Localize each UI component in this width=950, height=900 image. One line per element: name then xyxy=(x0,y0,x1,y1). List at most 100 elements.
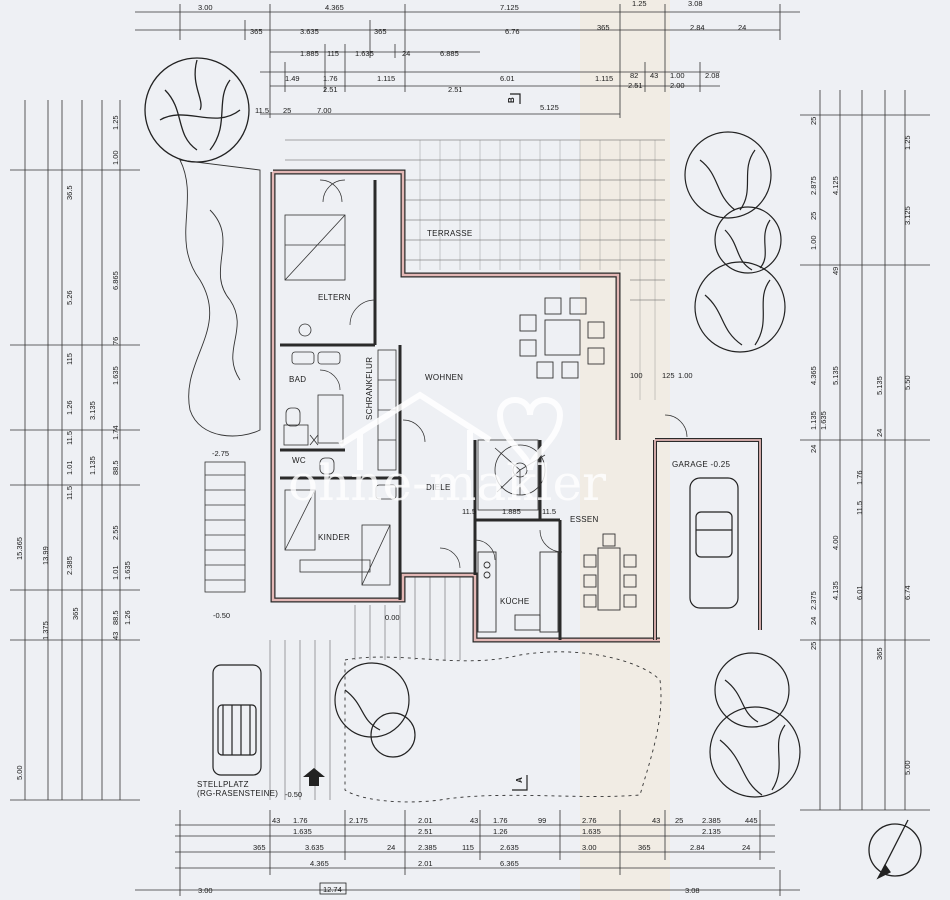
watermark: ohne-makler xyxy=(288,391,606,512)
tree-right-1 xyxy=(684,131,772,219)
dim-left: 1.25 xyxy=(111,115,120,130)
tree-right-3 xyxy=(694,261,786,353)
dim-top: 6.76 xyxy=(505,27,520,36)
dim-left: 1.635 xyxy=(123,561,132,580)
kinder-furniture xyxy=(284,489,391,586)
dim-top: 6.01 xyxy=(500,74,515,83)
terrace-hatch xyxy=(285,139,665,301)
dimension-text-inner: 100 125 1.00 11.5 1.885 11.5 xyxy=(462,371,693,516)
heart-logo-icon xyxy=(496,397,564,471)
wall-fill-pink xyxy=(271,170,660,642)
dim-bottom: 3.00 xyxy=(198,886,213,895)
level-minus-050-left: -0.50 xyxy=(213,611,230,620)
dim-right: 1.76 xyxy=(855,470,864,485)
room-label-schrankflur: SCHRANKFLUR xyxy=(365,357,374,420)
dim-bottom: 2.84 xyxy=(690,843,705,852)
dim-right: 24 xyxy=(809,617,818,625)
room-label-wc: WC xyxy=(292,456,306,465)
dim-bottom: 24 xyxy=(387,843,395,852)
section-marker-a: A xyxy=(512,775,528,791)
dim-bottom: 445 xyxy=(745,816,758,825)
dimension-lines-top xyxy=(135,4,800,118)
dim-right: 1.25 xyxy=(903,135,912,150)
dimension-lines-right xyxy=(800,90,930,811)
dim-right: 25 xyxy=(809,117,818,125)
dim-top: 365 xyxy=(597,23,610,32)
dim-left: 6.865 xyxy=(111,271,120,290)
dim-bottom: 3.08 xyxy=(685,886,700,895)
dim-left: 1.26 xyxy=(65,400,74,415)
kitchen-counters xyxy=(477,551,559,633)
dim-left: 2.385 xyxy=(65,556,74,575)
dim-right: 6.74 xyxy=(903,585,912,600)
level-minus-050-bottom: -0.50 xyxy=(285,790,302,799)
dim-bottom: 4.365 xyxy=(310,859,329,868)
dim-bottom: 1.76 xyxy=(293,816,308,825)
dim-left: 1.635 xyxy=(111,366,120,385)
dim-right: 4.135 xyxy=(831,581,840,600)
dim-left: 1.01 xyxy=(65,460,74,475)
dim-top: 2.84 xyxy=(690,23,705,32)
dim-left: 76 xyxy=(111,337,120,345)
level-minus-275: -2.75 xyxy=(212,449,229,458)
dim-left: 1.135 xyxy=(88,456,97,475)
dim-left: 13.99 xyxy=(41,546,50,565)
tree-bottom-right-1 xyxy=(714,652,790,728)
dim-top: 2.00 xyxy=(670,81,685,90)
dim-bottom: 365 xyxy=(638,843,651,852)
dim-bottom: 2.01 xyxy=(418,859,433,868)
interior-walls xyxy=(280,180,562,640)
dim-top: 11.5 xyxy=(255,106,269,115)
dim-bottom: 43 xyxy=(272,816,280,825)
dim-top: 43 xyxy=(650,71,658,80)
dim-bottom: 2.385 xyxy=(702,816,721,825)
dim-left: 88.5 xyxy=(111,610,120,625)
dim-left: 1.26 xyxy=(123,610,132,625)
garage-walls-inner xyxy=(654,439,761,640)
dim-top: 5.125 xyxy=(540,103,559,112)
bath-fixtures xyxy=(283,351,344,446)
section-label-a: A xyxy=(515,777,524,783)
room-label-terrasse: TERRASSE xyxy=(427,229,473,238)
dim-inner: 1.885 xyxy=(502,507,521,516)
dim-left: 5.00 xyxy=(15,765,24,780)
car-garage xyxy=(689,477,739,609)
dim-right: 5.135 xyxy=(875,376,884,395)
dim-bottom: 43 xyxy=(470,816,478,825)
dim-right: 5.135 xyxy=(831,366,840,385)
dim-top: 4.365 xyxy=(325,3,344,12)
north-arrow xyxy=(868,819,922,880)
dim-right: 4.125 xyxy=(831,176,840,195)
dim-right: 2.375 xyxy=(809,591,818,610)
dim-right: 5.00 xyxy=(903,760,912,775)
dim-bottom: 25 xyxy=(675,816,683,825)
dim-bottom: 6.365 xyxy=(500,859,519,868)
dim-top: 115 xyxy=(327,49,339,58)
watermark-text: ohne-makler xyxy=(288,454,606,512)
dim-top: 365 xyxy=(374,27,387,36)
dim-bottom: 2.135 xyxy=(702,827,721,836)
dim-right: 365 xyxy=(875,647,884,660)
dim-right: 4.00 xyxy=(831,535,840,550)
dim-left: 1.00 xyxy=(111,150,120,165)
dim-top: 25 xyxy=(283,106,291,115)
dim-left: 15.365 xyxy=(15,537,24,560)
dim-right: 24 xyxy=(809,445,818,453)
dim-top: 2.51 xyxy=(323,85,338,94)
lawn-outline-left xyxy=(179,159,261,437)
room-label-bad: BAD xyxy=(289,375,306,384)
dim-left: 115 xyxy=(65,353,74,365)
dim-bottom: 2.175 xyxy=(349,816,368,825)
dim-inner: 11.5 xyxy=(542,507,556,516)
dimension-text-right: 25 1.25 2.875 4.125 3.125 1.00 25 49 4.3… xyxy=(809,117,912,775)
dim-left: 88.5 xyxy=(111,460,120,475)
dim-left: 5.26 xyxy=(65,290,74,305)
room-label-wohnen: WOHNEN xyxy=(425,373,463,382)
dim-left: 43 xyxy=(111,632,120,640)
room-label-stellplatz-sub: (RG-RASENSTEINE) xyxy=(197,789,278,798)
dim-bottom: 2.01 xyxy=(418,816,433,825)
dim-left: 1.74 xyxy=(111,425,120,440)
dining-table xyxy=(583,533,637,611)
dim-bottom: 43 xyxy=(652,816,660,825)
